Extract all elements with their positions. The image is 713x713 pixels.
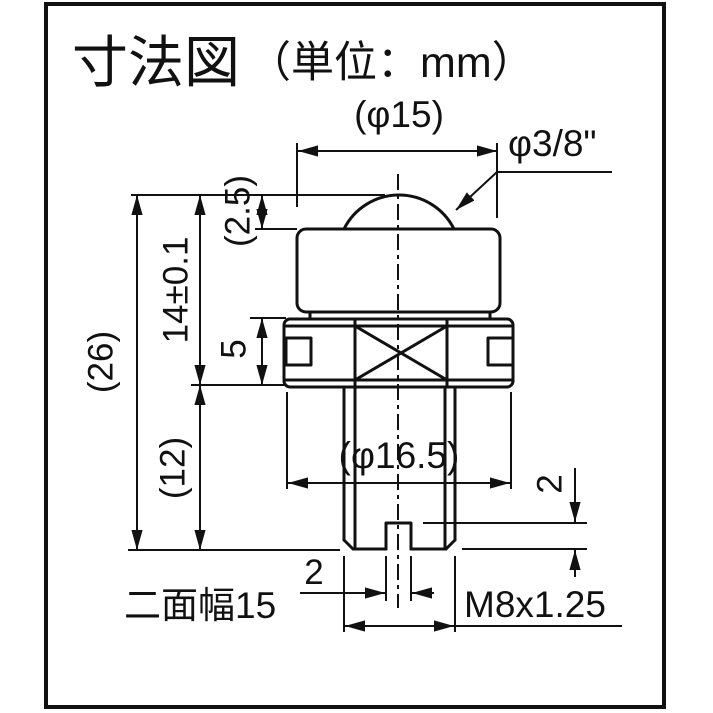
dim-flange-height-label: 5 [214, 339, 253, 358]
dim-top-width-label: (φ15) [354, 94, 444, 135]
dim-height-upper-label: 14±0.1 [156, 237, 195, 344]
dim-flange-dia-label: (φ16.5) [339, 435, 460, 476]
stem-chamfer-right [444, 538, 457, 551]
hex-cross-diagonal-2 [353, 324, 449, 382]
dim-height-total-label: (26) [81, 331, 120, 393]
flange-notch-right [486, 336, 515, 367]
dimension-labels: (φ15) φ3/8" (2.5) 14±0.1 (26) 5 (12) (φ1… [81, 94, 606, 626]
page-title: 寸法図 [72, 31, 240, 94]
unit-note: （単位：mm） [248, 39, 535, 87]
dim-ball-dia-label: φ3/8" [508, 123, 597, 164]
dim-protrusion-label: (2.5) [218, 175, 257, 247]
width-across-flats-label: 二面幅15 [124, 585, 276, 626]
part-view [282, 174, 515, 608]
dim-slot-depth-label: 2 [530, 474, 569, 493]
dimension-lines [128, 143, 622, 632]
driver-slot [384, 521, 413, 551]
dim-thread-spec-label: M8x1.25 [464, 584, 606, 625]
leader-arrow [455, 171, 498, 211]
stem-chamfer-left [342, 538, 355, 551]
dim-slot-width-label: 2 [304, 553, 323, 592]
drawing-border [44, 2, 666, 709]
title-block: 寸法図 （単位：mm） [72, 31, 535, 94]
dim-thread-length-label: (12) [153, 437, 192, 499]
flange-notch-left [284, 336, 313, 367]
